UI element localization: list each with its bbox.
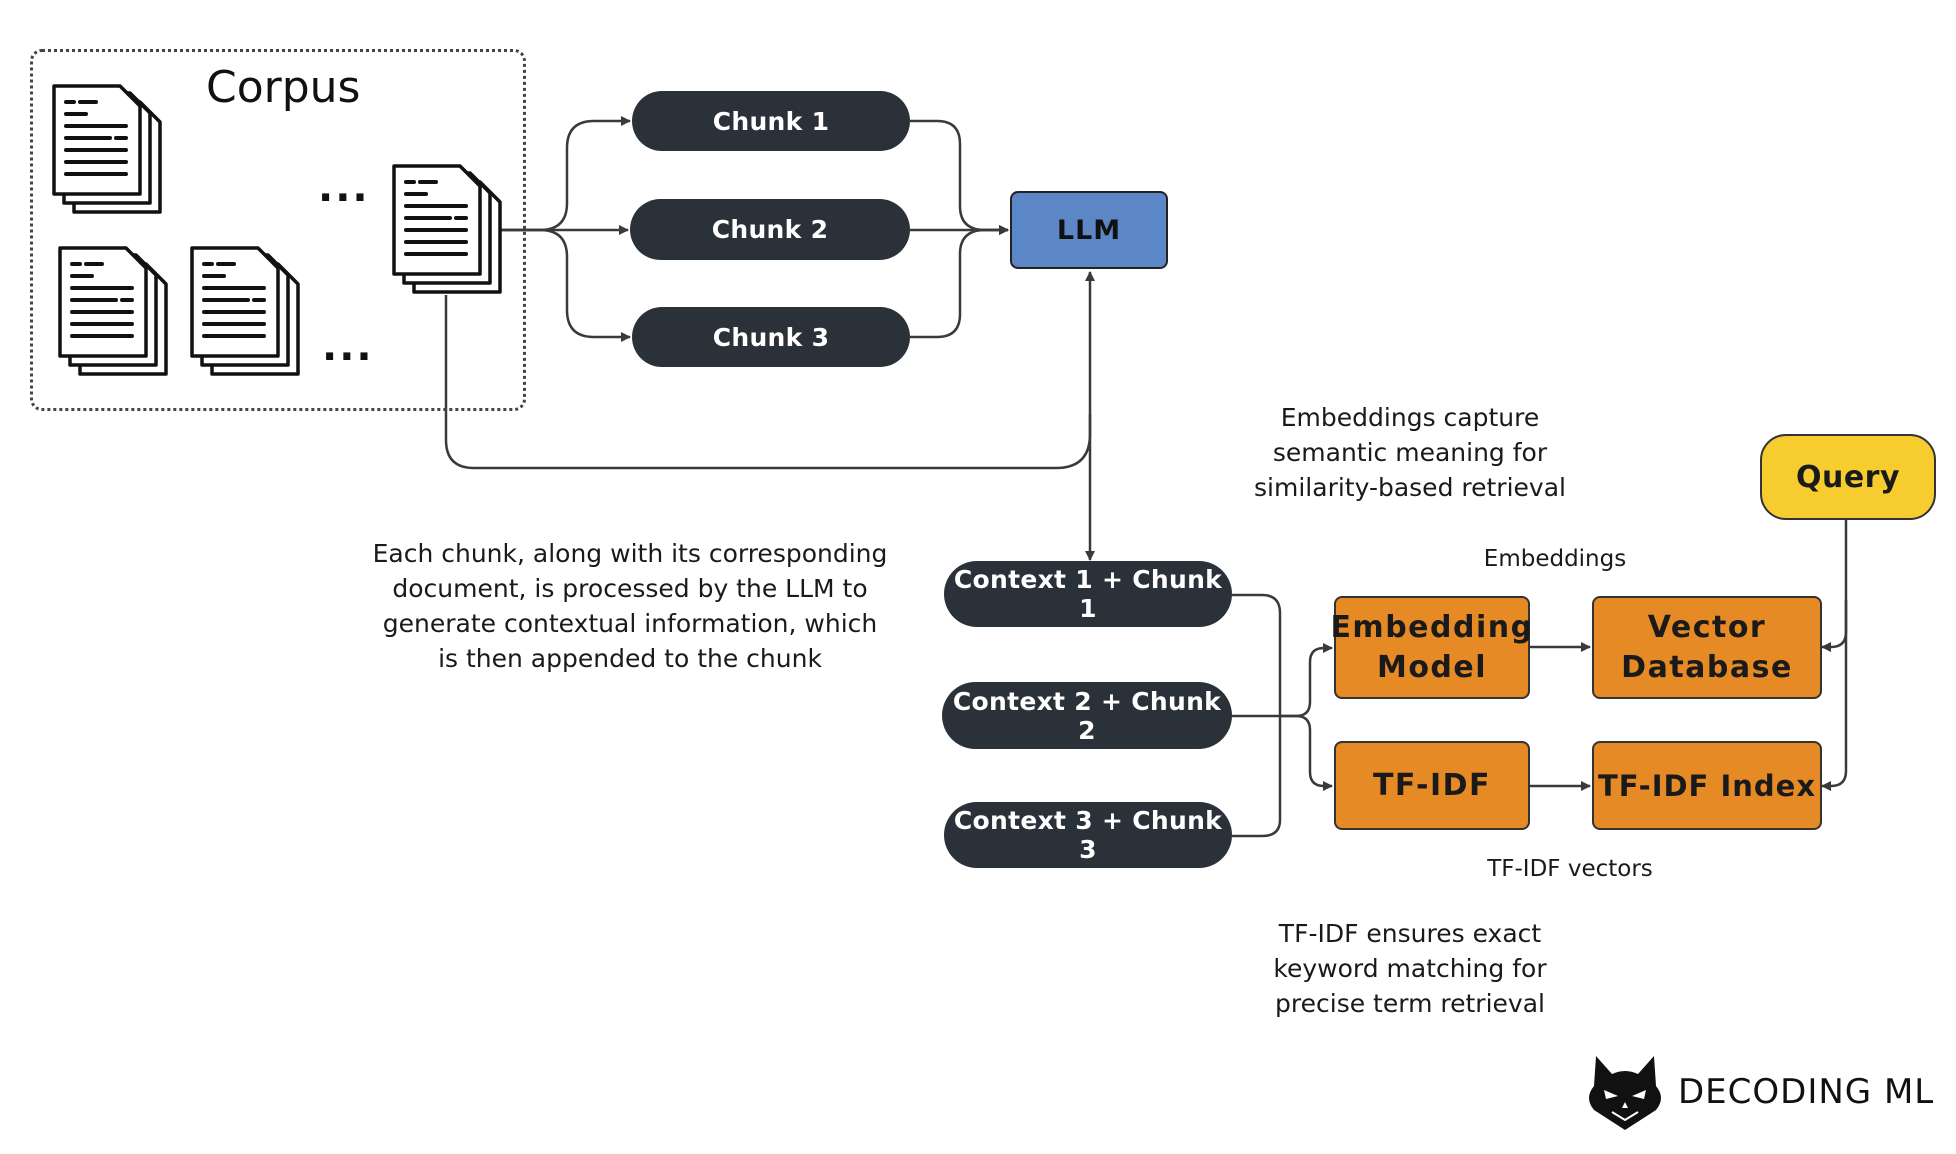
- context-1-node: Context 1 + Chunk 1: [944, 561, 1232, 627]
- tfidf-node: TF-IDF: [1334, 741, 1530, 830]
- embeddings-note: Embeddings capture semantic meaning for …: [1254, 403, 1566, 502]
- embeddings-label: Embeddings: [1483, 546, 1627, 572]
- embedding-model-node: Embedding Model: [1330, 596, 1532, 699]
- brand-logo: DECODING ML: [1582, 1052, 1934, 1132]
- vector-database-node: Vector Database: [1592, 596, 1822, 699]
- chunk-1-node: Chunk 1: [632, 91, 910, 151]
- chunk-2-node: Chunk 2: [630, 199, 910, 260]
- corpus-ellipsis-top: ...: [318, 165, 370, 211]
- brand-name: DECODING ML: [1678, 1072, 1935, 1112]
- corpus-ellipsis-bottom: ...: [322, 324, 374, 370]
- context-2-node: Context 2 + Chunk 2: [942, 682, 1232, 749]
- context-3-node: Context 3 + Chunk 3: [944, 802, 1232, 868]
- corpus-label: Corpus: [206, 62, 361, 113]
- tfidf-note: TF-IDF ensures exact keyword matching fo…: [1273, 919, 1547, 1018]
- query-node: Query: [1760, 434, 1936, 520]
- corpus-frame: [30, 49, 526, 411]
- chunk-3-node: Chunk 3: [632, 307, 910, 367]
- document-stack-icon: [58, 246, 168, 376]
- chunk-processing-note: Each chunk, along with its corresponding…: [372, 539, 888, 673]
- llm-node: LLM: [1010, 191, 1168, 269]
- tfidf-index-node: TF-IDF Index: [1592, 741, 1822, 830]
- document-stack-icon: [52, 84, 162, 214]
- tfidf-vectors-label: TF-IDF vectors: [1487, 856, 1653, 882]
- document-stack-icon: [392, 164, 502, 294]
- document-stack-icon: [190, 246, 300, 376]
- cat-logo-icon: [1589, 1056, 1661, 1130]
